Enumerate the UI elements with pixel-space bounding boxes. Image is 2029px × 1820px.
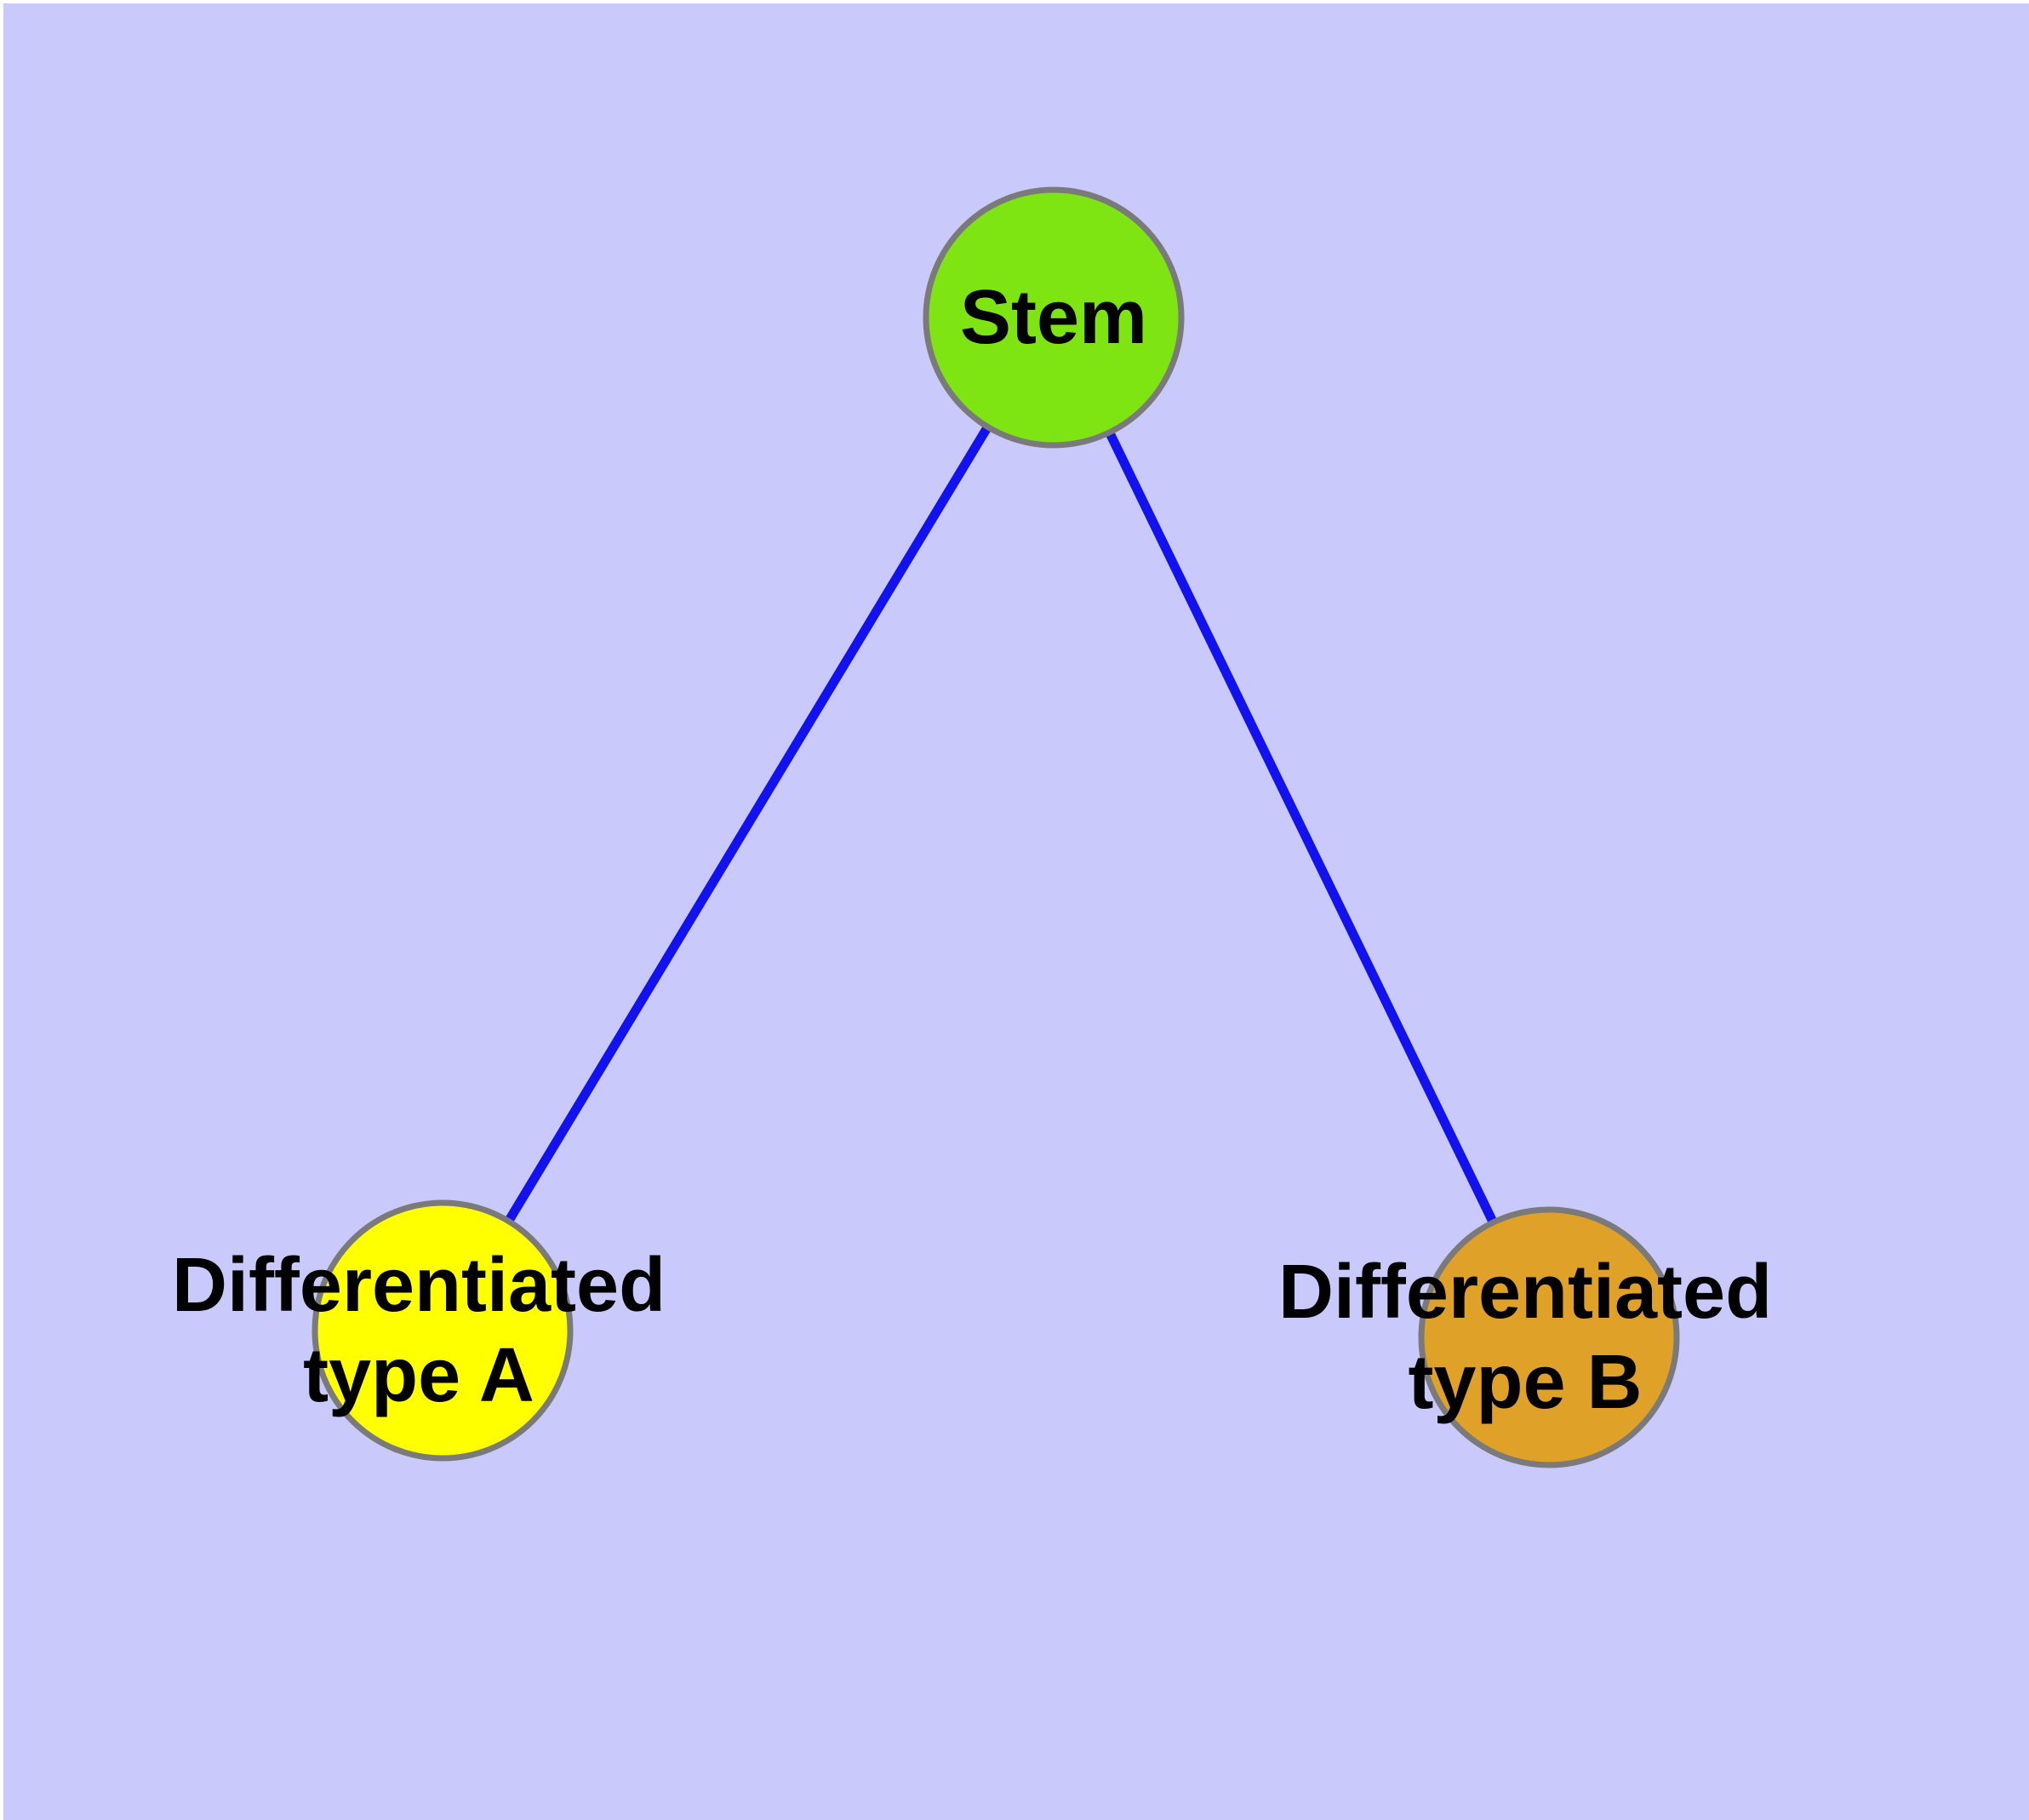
node-label-line: Differentiated xyxy=(171,1243,666,1328)
page-margin-top xyxy=(0,0,2029,3)
node-stem[interactable] xyxy=(923,186,1185,449)
node-label-line: type A xyxy=(303,1333,534,1418)
node-differentiated-type-b[interactable] xyxy=(1418,1206,1680,1468)
node-label-line: type B xyxy=(1408,1340,1643,1425)
node-label-line: Differentiated xyxy=(1277,1250,1773,1335)
edge-stem-to-differentiated-type-a xyxy=(438,315,1058,1333)
node-differentiated-type-a[interactable] xyxy=(311,1199,574,1462)
edge-stem-to-differentiated-type-b xyxy=(1049,315,1553,1340)
node-label-line: Stem xyxy=(959,275,1148,360)
page-margin-left xyxy=(0,0,3,1820)
node-label-stem: Stem xyxy=(960,272,1147,363)
